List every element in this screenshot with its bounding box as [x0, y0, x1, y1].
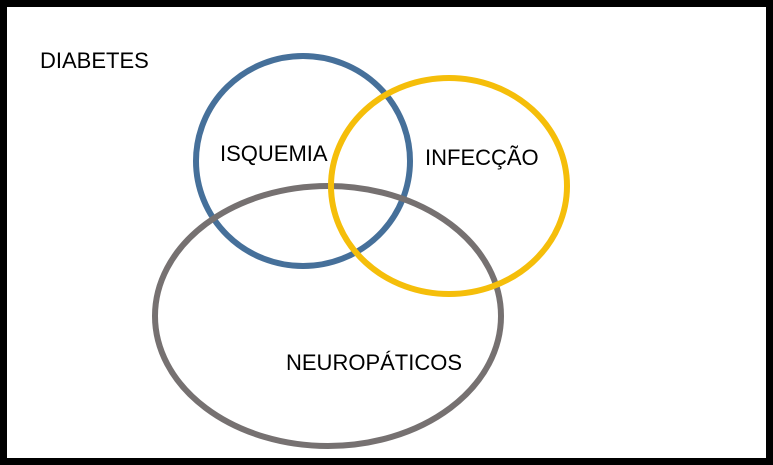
isquemia-label: ISQUEMIA — [220, 141, 328, 166]
infeccao-label: INFECÇÃO — [425, 145, 539, 170]
diabetes-label: DIABETES — [40, 48, 149, 73]
neuropaticos-label: NEUROPÁTICOS — [286, 350, 462, 375]
neuropaticos-ellipse — [152, 183, 504, 449]
isquemia-circle — [193, 53, 413, 269]
infeccao-circle — [328, 75, 570, 297]
